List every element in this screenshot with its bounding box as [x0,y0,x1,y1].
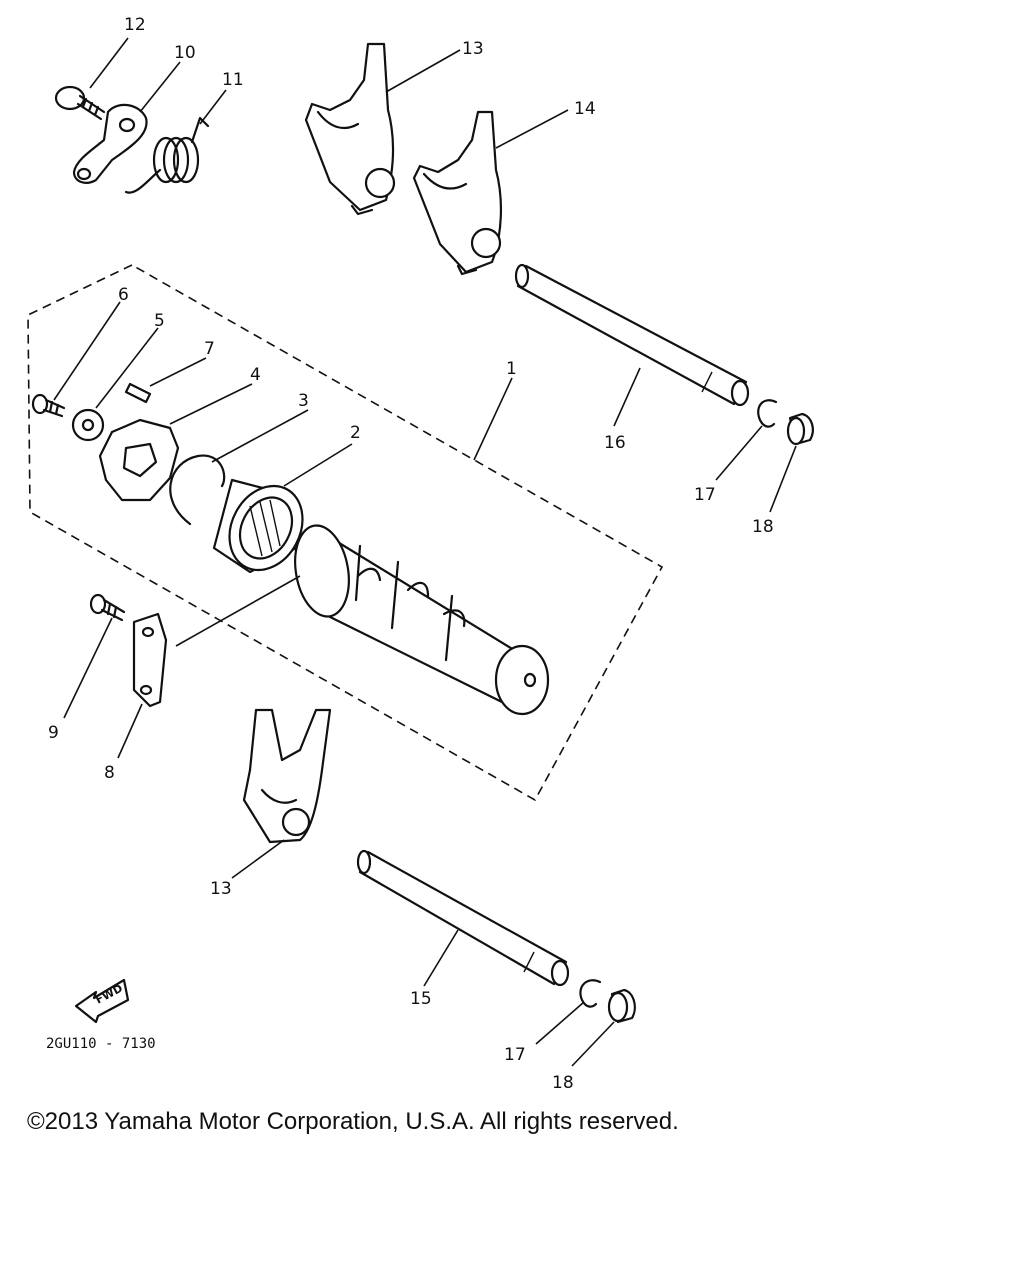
drawing-code: 2GU110 - 7130 [46,1036,156,1052]
part-11-spring [124,116,210,194]
callout-18-lower: 18 [552,1073,574,1093]
part-18-cap-lower [607,988,636,1024]
callout-15: 15 [410,989,432,1009]
part-13-shift-fork-upper [304,42,396,216]
callout-13-upper: 13 [462,39,484,59]
part-3-ring [169,454,226,526]
part-16-guide-bar [514,263,750,407]
callout-4: 4 [250,365,261,385]
callout-13-lower: 13 [210,879,232,899]
shift-cam-drum [294,524,550,716]
part-2-bearing [212,478,304,574]
callout-1: 1 [506,359,517,379]
callout-5: 5 [154,311,165,331]
callout-17-lower: 17 [504,1045,526,1065]
part-4-segment [98,418,180,502]
callout-7: 7 [204,339,215,359]
part-10-plate [72,103,148,184]
part-7-pin [124,382,152,404]
part-5-washer [71,408,105,442]
leader-lines [53,37,797,1067]
callout-16: 16 [604,433,626,453]
part-13-shift-fork-lower [242,708,332,844]
part-9-screw [89,593,126,622]
fwd-arrow-symbol: FWD [74,978,130,1024]
part-17-circlip-lower [579,979,602,1008]
part-18-cap-upper [786,412,814,446]
callout-9: 9 [48,723,59,743]
part-12-bolt [54,85,106,121]
callout-6: 6 [118,285,129,305]
callout-17-upper: 17 [694,485,716,505]
part-14-shift-fork [412,110,503,276]
exploded-parts-diagram: FWD 12 10 11 13 14 6 5 7 4 3 [27,15,814,1093]
assembly-boundary [27,264,664,802]
part-8-plate [132,612,168,708]
callout-10: 10 [174,43,196,63]
part-15-guide-bar [356,849,570,987]
callout-numbers: 12 10 11 13 14 6 5 7 4 3 2 1 16 17 18 9 … [48,15,774,1093]
copyright-footer: ©2013 Yamaha Motor Corporation, U.S.A. A… [27,1108,679,1135]
part-6-screw [31,393,66,418]
callout-14: 14 [574,99,596,119]
callout-2: 2 [350,423,361,443]
callout-3: 3 [298,391,309,411]
callout-18-upper: 18 [752,517,774,537]
callout-8: 8 [104,763,115,783]
part-17-circlip-upper [757,399,778,428]
callout-11: 11 [222,70,244,90]
callout-12: 12 [124,15,146,35]
